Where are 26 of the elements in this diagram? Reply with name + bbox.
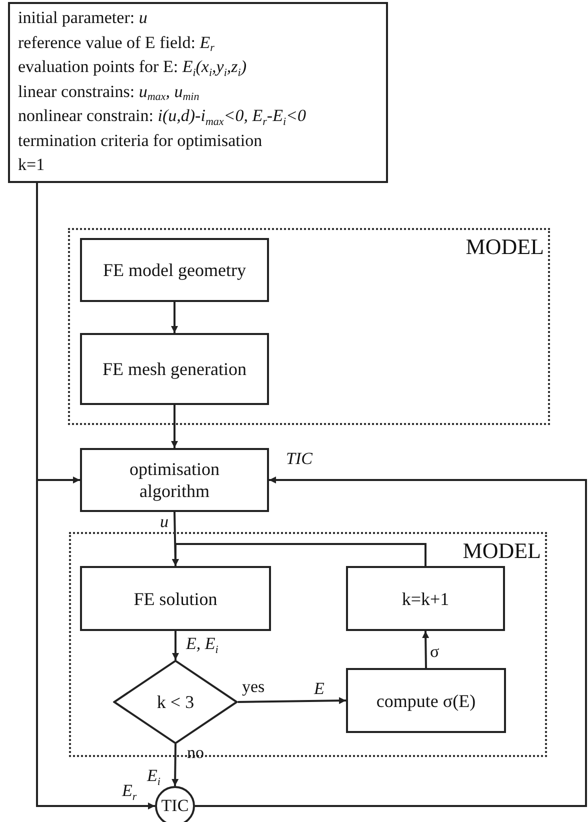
- edge-label: yes: [242, 678, 265, 696]
- edge-label: E, E$_{i}$: [186, 635, 218, 653]
- arrow: [238, 697, 346, 704]
- edge-label: TIC: [286, 450, 312, 468]
- parameter-box: initial parameter: u reference value of E field: E$_{r}$ evaluation points for E: E$_{i}$(x$_{i}$,y$_{i}$,z$_{i}$) linear constrains: u$_{max}$, u$_{min}$ nonlinear constrain: i(u,d)-i$_{max}$<0, E$_{r}$-E$_{i}$<0 termination criteria for optimisation k=1: [8, 2, 388, 183]
- process-box: optimisation algorithm: [80, 448, 269, 512]
- process-box: FE mesh generation: [80, 333, 269, 405]
- process-box: FE model geometry: [80, 238, 269, 302]
- process-box: compute σ(E): [346, 668, 506, 733]
- arrow: [172, 744, 179, 786]
- arrow: [195, 476, 587, 807]
- arrow: [171, 405, 178, 448]
- edge-label: u: [160, 513, 168, 531]
- arrow: [422, 630, 430, 668]
- edge-label: E$_{r}$: [122, 782, 137, 800]
- decision-diamond: k < 3: [113, 660, 238, 744]
- arrow: [171, 302, 178, 333]
- tic-circle: TIC: [155, 786, 195, 822]
- edge-label: σ: [430, 643, 440, 661]
- signal-label: E$_{i}$: [147, 767, 160, 785]
- arrow: [172, 543, 426, 566]
- process-box: FE solution: [80, 566, 271, 631]
- edge-label: no: [187, 744, 204, 762]
- process-box: k=k+1: [346, 566, 505, 631]
- signal-label: E: [314, 680, 324, 698]
- arrow: [172, 631, 179, 660]
